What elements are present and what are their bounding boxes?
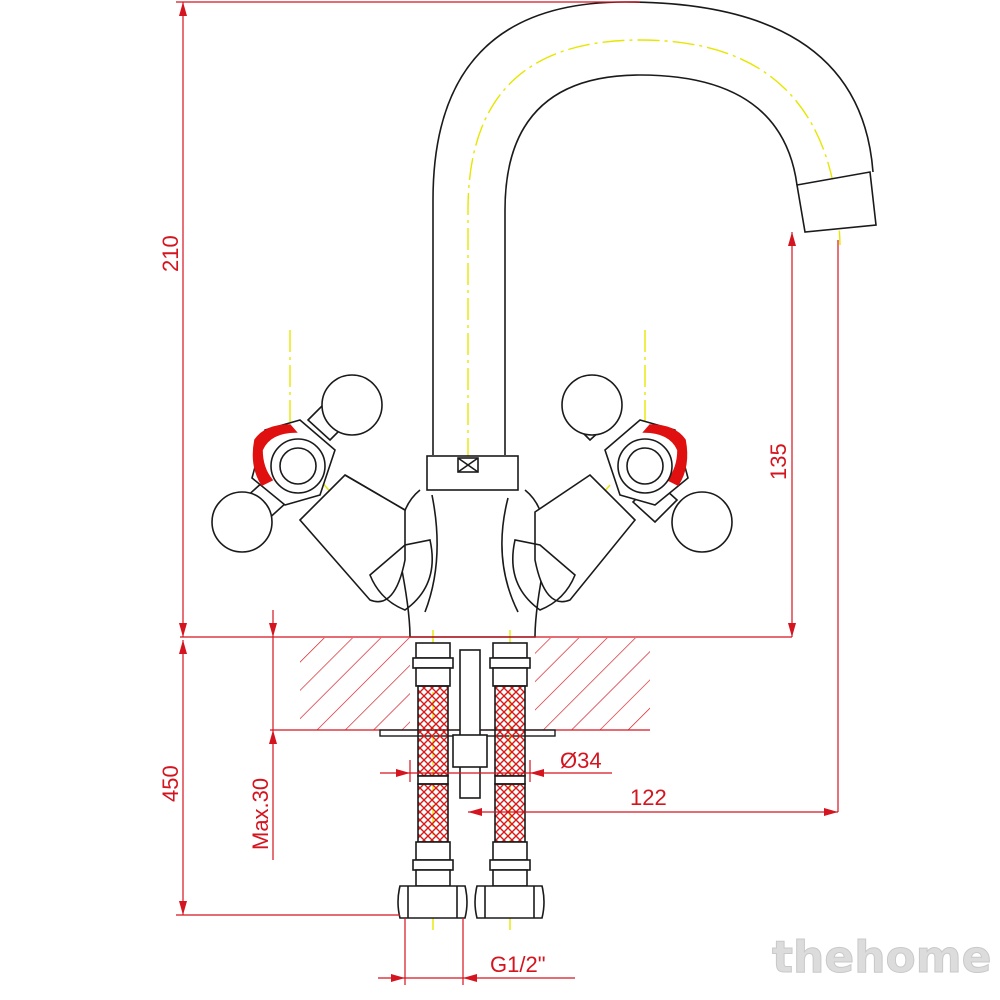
dim-hose-length: 450 bbox=[158, 765, 183, 802]
aerator bbox=[796, 171, 877, 233]
dim-spout-height: 135 bbox=[766, 443, 791, 480]
dim-thread: G1/2" bbox=[490, 952, 546, 977]
dimension-arrows bbox=[179, 2, 838, 982]
right-handle-knob-top bbox=[561, 374, 623, 436]
dim-mounting-hole: Ø34 bbox=[560, 748, 602, 773]
hose-right bbox=[474, 642, 545, 919]
right-handle-knob-bottom bbox=[671, 491, 733, 553]
dim-total-height: 210 bbox=[158, 235, 183, 272]
faucet-base bbox=[398, 489, 547, 638]
dimension-lines bbox=[176, 1, 839, 985]
dim-spout-reach: 122 bbox=[630, 785, 667, 810]
faucet-body bbox=[180, 1, 877, 638]
hose-left bbox=[397, 642, 468, 919]
watermark: thehome bbox=[772, 932, 991, 983]
left-handle-knob-top bbox=[321, 374, 383, 436]
countertop-section bbox=[270, 638, 650, 737]
left-valve bbox=[211, 374, 433, 611]
hose-nut-right bbox=[474, 885, 545, 919]
dim-max-counter: Max.30 bbox=[248, 778, 273, 850]
left-handle-knob-bottom bbox=[211, 491, 273, 553]
right-valve bbox=[512, 374, 733, 611]
hose-nut-left bbox=[397, 885, 468, 919]
hot-indicator-icon bbox=[642, 424, 688, 487]
hot-indicator-icon bbox=[252, 424, 298, 487]
mounting-stud bbox=[452, 649, 488, 799]
